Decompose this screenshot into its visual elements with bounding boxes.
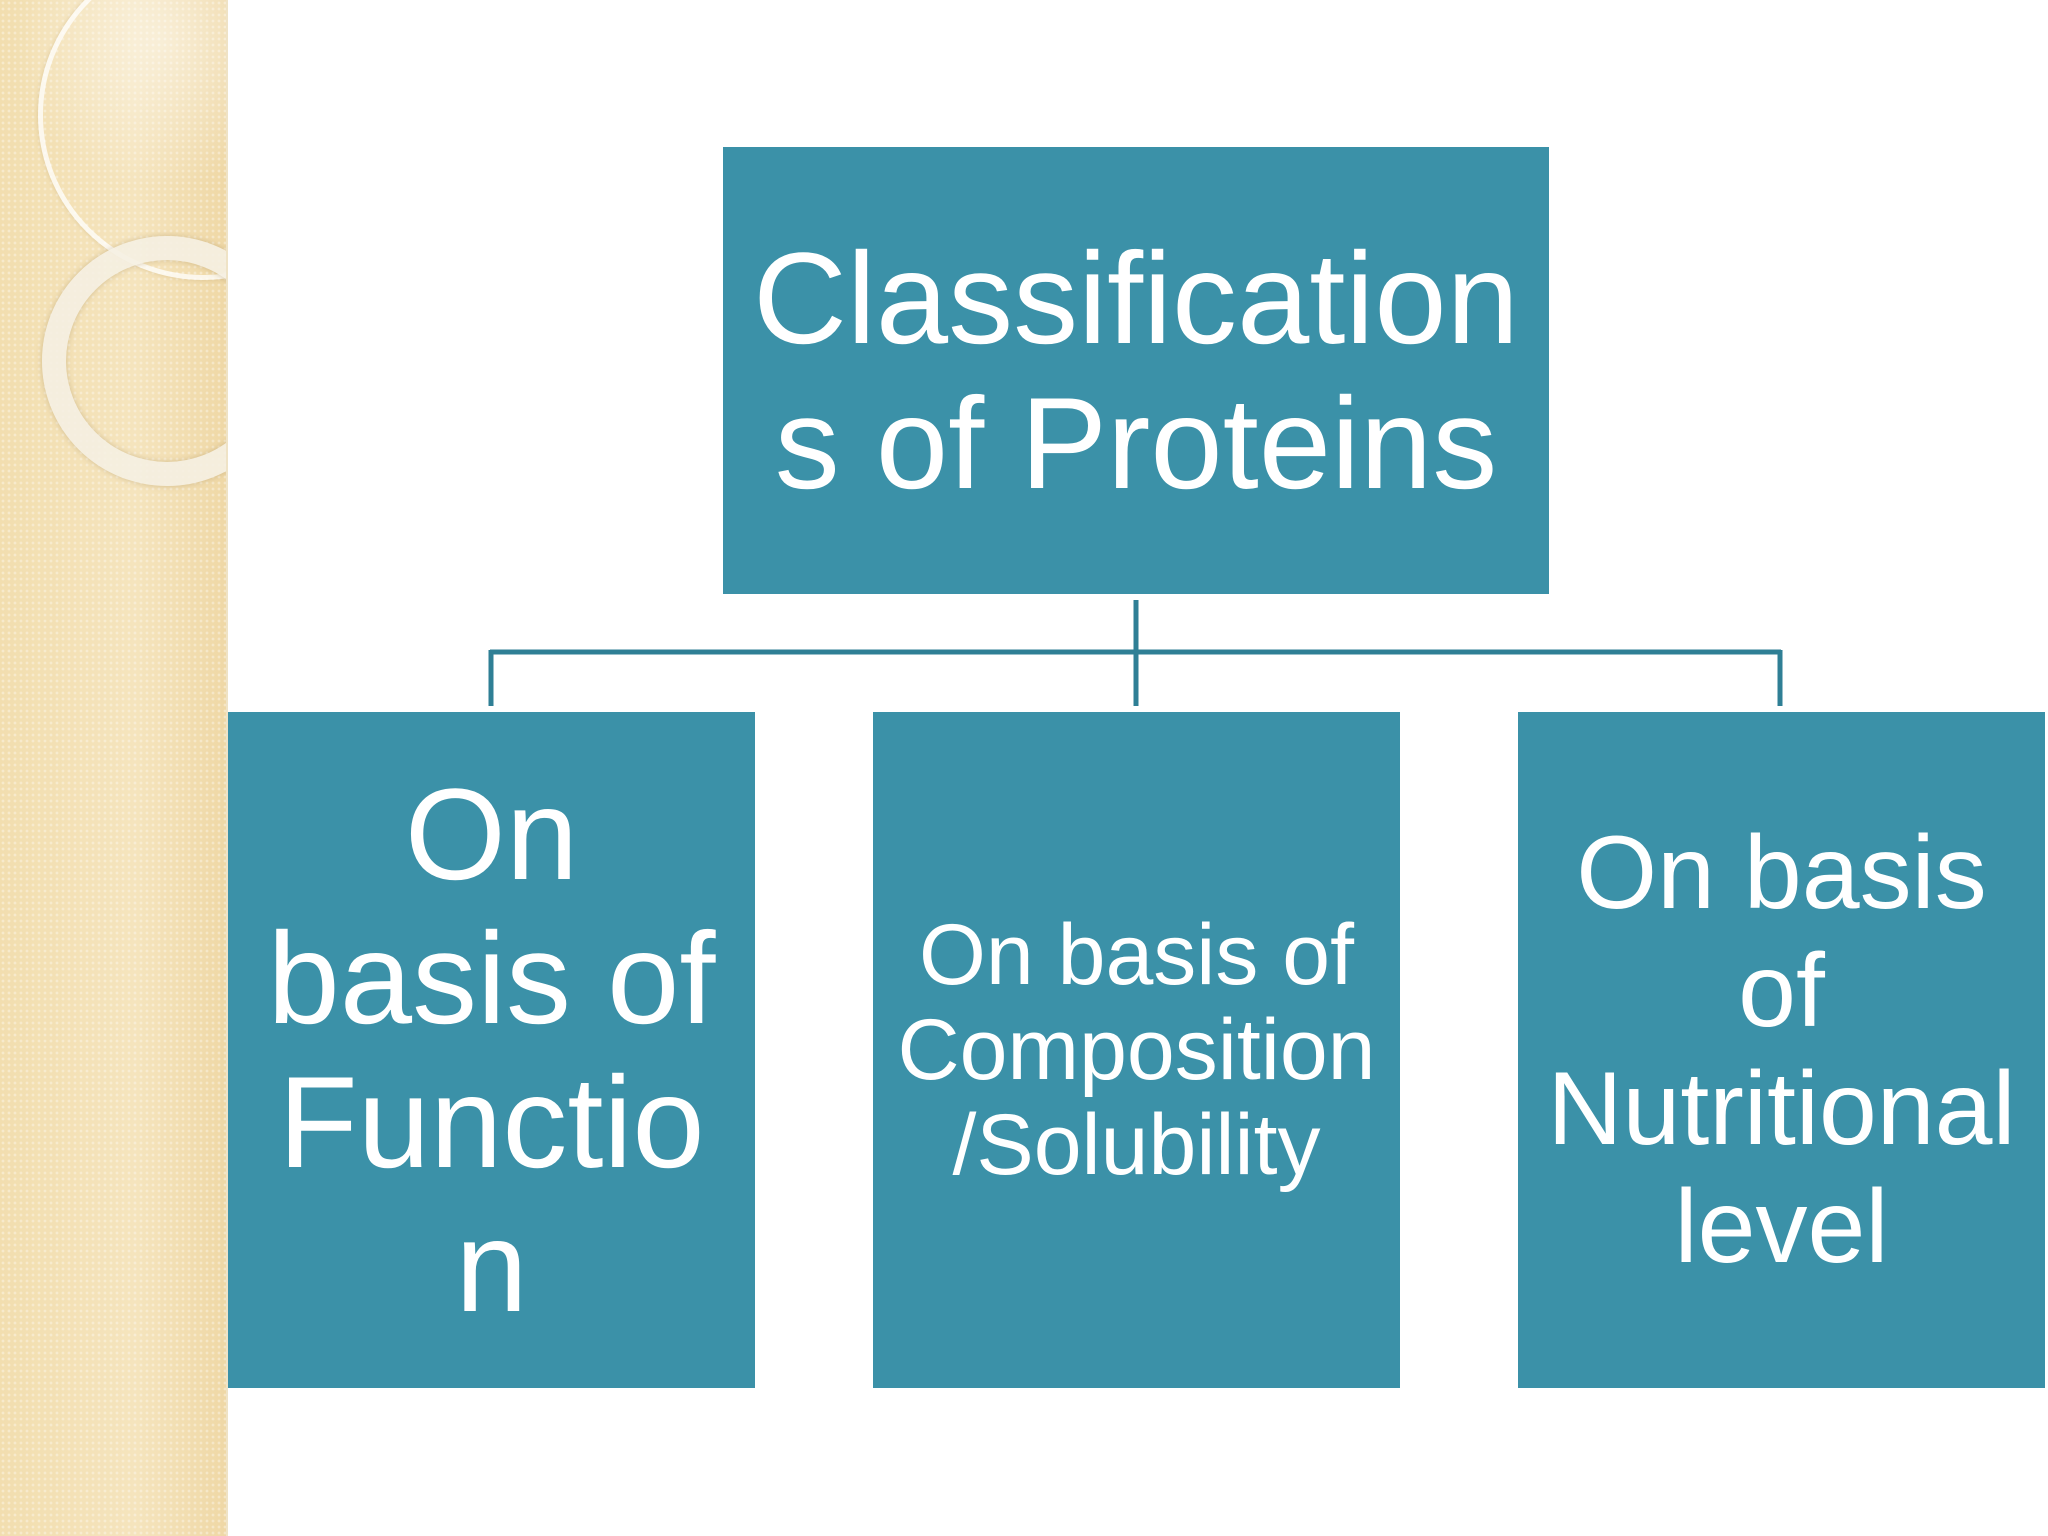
child-node-composition-label: On basis of Composition /Solubility bbox=[897, 906, 1376, 1193]
child-node-composition: On basis of Composition /Solubility bbox=[873, 712, 1400, 1388]
decorative-side-panel bbox=[0, 0, 228, 1536]
decorative-ring-large bbox=[38, 0, 226, 280]
child-node-function: On basis of Functio n bbox=[228, 712, 755, 1388]
child-node-function-label: On basis of Functio n bbox=[267, 761, 716, 1339]
root-node-box: Classification s of Proteins bbox=[723, 147, 1549, 594]
child-node-nutritional: On basis of Nutritional level bbox=[1518, 712, 2045, 1388]
root-node-label: Classification s of Proteins bbox=[753, 224, 1519, 516]
child-node-nutritional-label: On basis of Nutritional level bbox=[1547, 815, 2016, 1285]
decorative-ring-small bbox=[42, 236, 226, 486]
